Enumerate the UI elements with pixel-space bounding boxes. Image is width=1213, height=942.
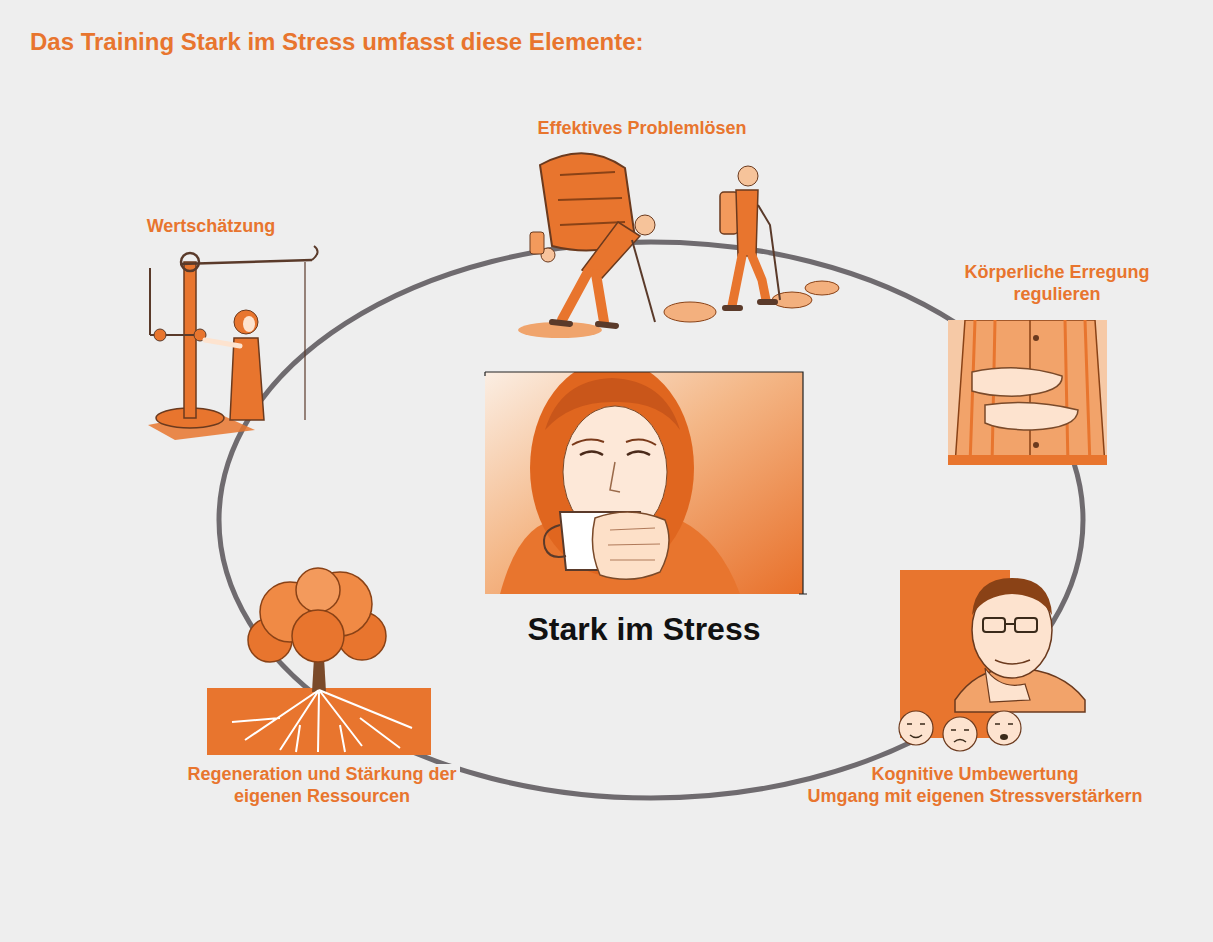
label-text: Effektives Problemlösen [534,118,749,138]
diagram-title: Das Training Stark im Stress umfasst die… [30,28,644,56]
label-text: Kognitive Umbewertung [868,764,1081,784]
breathing-illustration [948,320,1107,465]
label-text: Regeneration und Stärkung der eigenen Re… [184,764,459,806]
tree-illustration [207,568,431,755]
label-text: Stark im Stress [524,611,763,647]
element-label: Wertschätzung [144,216,279,238]
pulley-illustration [148,246,318,440]
label-text: Körperliche Erregung regulieren [961,262,1152,304]
label-text: Wertschätzung [144,216,279,236]
portrait-illustration [485,360,807,594]
element-label: Effektives Problemlösen [534,118,749,140]
element-label: Kognitive UmbewertungUmgang mit eigenen … [804,764,1145,807]
center-label: Stark im Stress [524,610,763,648]
label-text: Umgang mit eigenen Stressverstärkern [804,786,1145,806]
thinking-man-illustration [899,570,1085,751]
hikers-illustration [518,153,839,338]
element-label: Körperliche Erregung regulieren [940,262,1175,305]
element-label: Regeneration und Stärkung der eigenen Re… [172,764,472,807]
